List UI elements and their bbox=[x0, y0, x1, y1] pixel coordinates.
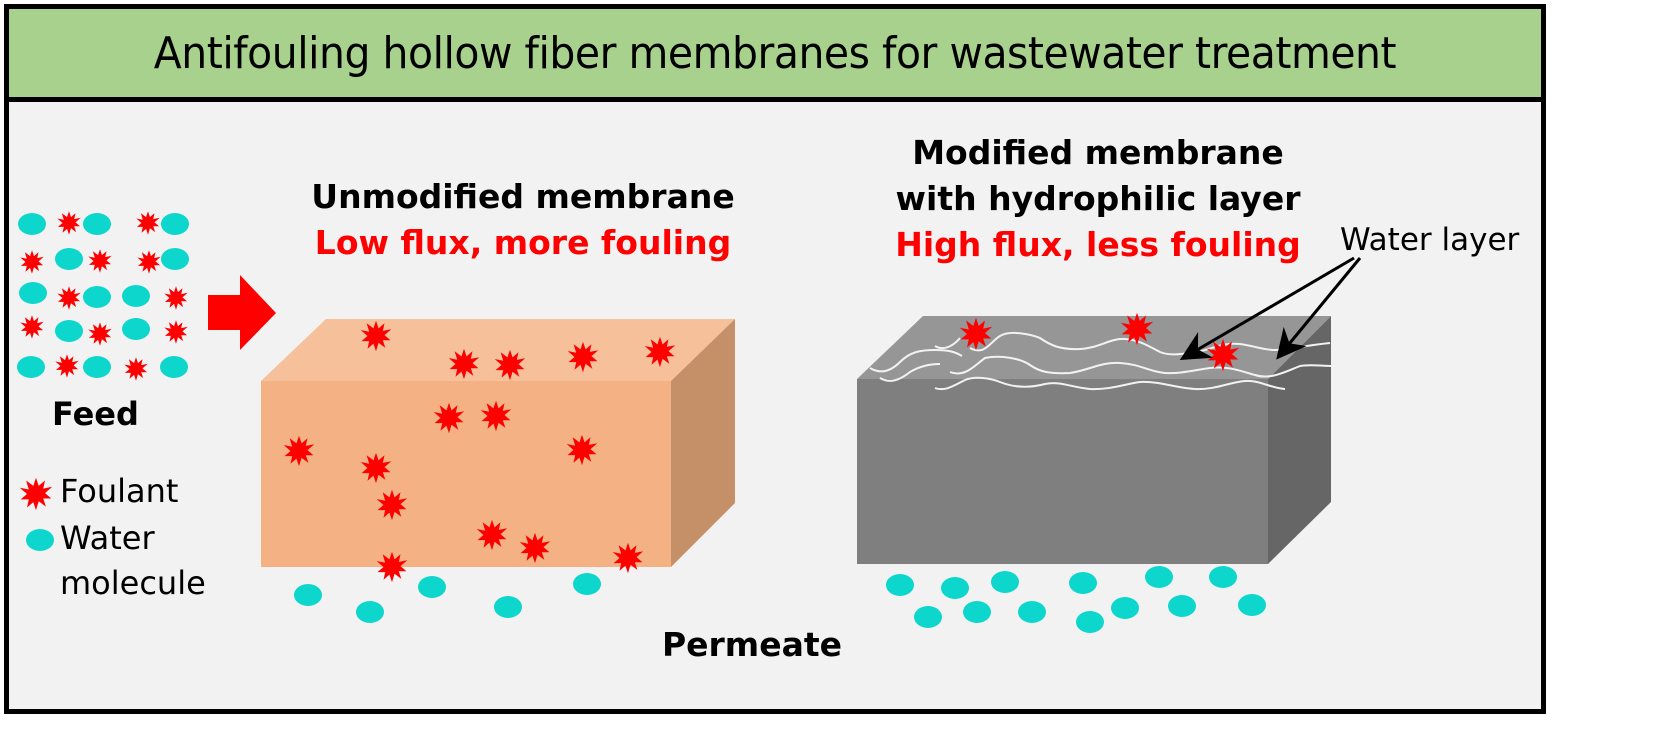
unmodified-subheading: Low flux, more fouling bbox=[315, 223, 731, 262]
water-molecule-icon bbox=[886, 574, 914, 596]
unmodified-membrane-front bbox=[261, 381, 671, 567]
modified-membrane bbox=[857, 312, 1334, 564]
water-molecule-icon bbox=[1069, 572, 1097, 594]
water-molecule-icon bbox=[83, 356, 111, 378]
water-molecule-icon bbox=[55, 320, 83, 342]
foulant-icon bbox=[55, 354, 79, 378]
foulant-icon bbox=[88, 249, 112, 273]
legend-water-label-line2: molecule bbox=[60, 564, 206, 602]
water-molecule-icon bbox=[963, 601, 991, 623]
water-molecule-icon bbox=[18, 213, 46, 235]
title-bar: Antifouling hollow fiber membranes for w… bbox=[9, 9, 1541, 102]
foulant-icon bbox=[57, 286, 81, 310]
water-molecule-icon bbox=[160, 356, 188, 378]
foulant-icon bbox=[20, 315, 44, 339]
water-molecule-icon bbox=[294, 584, 322, 606]
water-molecule-icon bbox=[1238, 594, 1266, 616]
water-molecule-icon bbox=[991, 571, 1019, 593]
permeate-label: Permeate bbox=[662, 625, 842, 664]
unmodified-membrane bbox=[261, 319, 735, 583]
foulant-icon bbox=[137, 250, 161, 274]
modified-permeate-water bbox=[886, 566, 1266, 633]
legend: Foulant Water molecule bbox=[19, 472, 206, 602]
foulant-icon bbox=[164, 286, 188, 310]
water-layer-pointer-2 bbox=[1276, 257, 1362, 360]
feed-mixture bbox=[17, 211, 189, 381]
water-molecule-icon bbox=[1209, 566, 1237, 588]
water-molecule-icon bbox=[941, 577, 969, 599]
feed-label: Feed bbox=[52, 395, 139, 433]
water-molecule-icon bbox=[573, 573, 601, 595]
modified-subheading: High flux, less fouling bbox=[895, 225, 1301, 264]
unmodified-membrane-side bbox=[671, 319, 735, 567]
water-molecule-icon bbox=[1168, 595, 1196, 617]
water-molecule-icon bbox=[494, 596, 522, 618]
water-molecule-icon bbox=[161, 248, 189, 270]
legend-foulant-label: Foulant bbox=[60, 472, 178, 510]
modified-heading-line2: with hydrophilic layer bbox=[896, 179, 1302, 218]
water-molecule-icon bbox=[17, 356, 45, 378]
foulant-icon bbox=[124, 357, 148, 381]
modified-membrane-side bbox=[1268, 316, 1331, 564]
flow-arrow-icon bbox=[208, 275, 276, 350]
legend-water-icon bbox=[26, 529, 54, 551]
water-molecule-icon bbox=[1076, 611, 1104, 633]
water-molecule-icon bbox=[122, 318, 150, 340]
water-molecule-icon bbox=[83, 286, 111, 308]
water-layer-pointer-1 bbox=[1179, 256, 1355, 361]
legend-water-label-line1: Water bbox=[60, 519, 155, 557]
water-molecule-icon bbox=[914, 606, 942, 628]
hydrophilic-water-layer bbox=[869, 331, 1334, 391]
foulant-icon bbox=[20, 250, 44, 274]
foulant-icon bbox=[88, 322, 112, 346]
water-molecule-icon bbox=[122, 285, 150, 307]
modified-heading-line1: Modified membrane bbox=[912, 133, 1284, 172]
foulant-icon bbox=[136, 211, 160, 235]
water-molecule-icon bbox=[356, 601, 384, 623]
water-molecule-icon bbox=[19, 282, 47, 304]
water-molecule-icon bbox=[418, 576, 446, 598]
water-molecule-icon bbox=[83, 213, 111, 235]
water-molecule-icon bbox=[161, 213, 189, 235]
foulant-icon bbox=[164, 320, 188, 344]
modified-membrane-front bbox=[857, 379, 1268, 564]
water-molecule-icon bbox=[1145, 566, 1173, 588]
legend-foulant-icon bbox=[19, 477, 53, 511]
water-molecule-icon bbox=[55, 248, 83, 270]
unmodified-heading: Unmodified membrane bbox=[311, 177, 734, 216]
diagram-title: Antifouling hollow fiber membranes for w… bbox=[153, 27, 1397, 79]
water-molecule-icon bbox=[1111, 597, 1139, 619]
water-layer-annotation: Water layer bbox=[1340, 222, 1520, 258]
water-molecule-icon bbox=[1018, 601, 1046, 623]
unmodified-permeate-water bbox=[294, 573, 601, 623]
foulant-icon bbox=[57, 211, 81, 235]
